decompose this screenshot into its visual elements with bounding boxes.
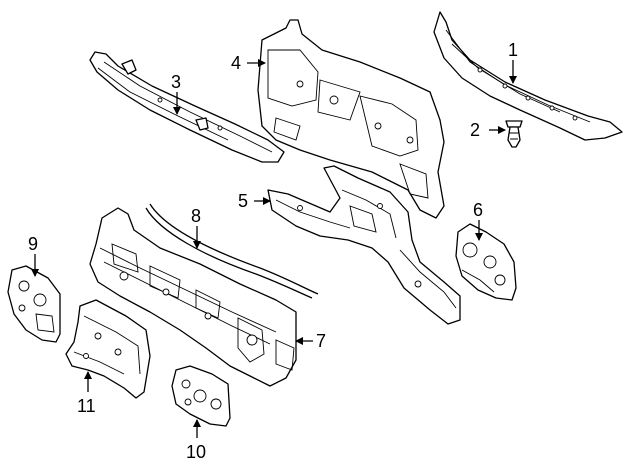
part-3-cowl-support bbox=[89, 51, 285, 163]
part-11-lower-bracket bbox=[65, 299, 151, 399]
callout-8: 8 bbox=[191, 206, 201, 226]
callout-7: 7 bbox=[316, 331, 326, 351]
part-7-lower-cowl bbox=[89, 207, 297, 387]
part-5-inner-bracket bbox=[267, 165, 461, 325]
callout-4: 4 bbox=[231, 53, 241, 73]
part-10-lower-insulator bbox=[171, 365, 231, 427]
callout-10: 10 bbox=[186, 442, 206, 462]
part-6-right-insulator bbox=[455, 223, 517, 301]
callout-9: 9 bbox=[28, 234, 38, 254]
callout-5: 5 bbox=[238, 191, 248, 211]
part-4-bulkhead-panel bbox=[257, 19, 445, 219]
callout-2: 2 bbox=[470, 120, 480, 140]
callout-1: 1 bbox=[508, 40, 518, 60]
leader-lines bbox=[31, 59, 517, 438]
callout-11: 11 bbox=[77, 396, 96, 416]
part-8-weatherstrip bbox=[145, 203, 319, 299]
part-9-left-insulator bbox=[7, 265, 61, 343]
callout-6: 6 bbox=[473, 200, 483, 220]
part-2-push-clip bbox=[505, 120, 523, 148]
callout-labels: 1 2 3 4 5 6 7 8 9 10 11 bbox=[28, 40, 518, 462]
part-1-cowl-top-panel bbox=[433, 11, 623, 141]
callout-3: 3 bbox=[171, 72, 181, 92]
